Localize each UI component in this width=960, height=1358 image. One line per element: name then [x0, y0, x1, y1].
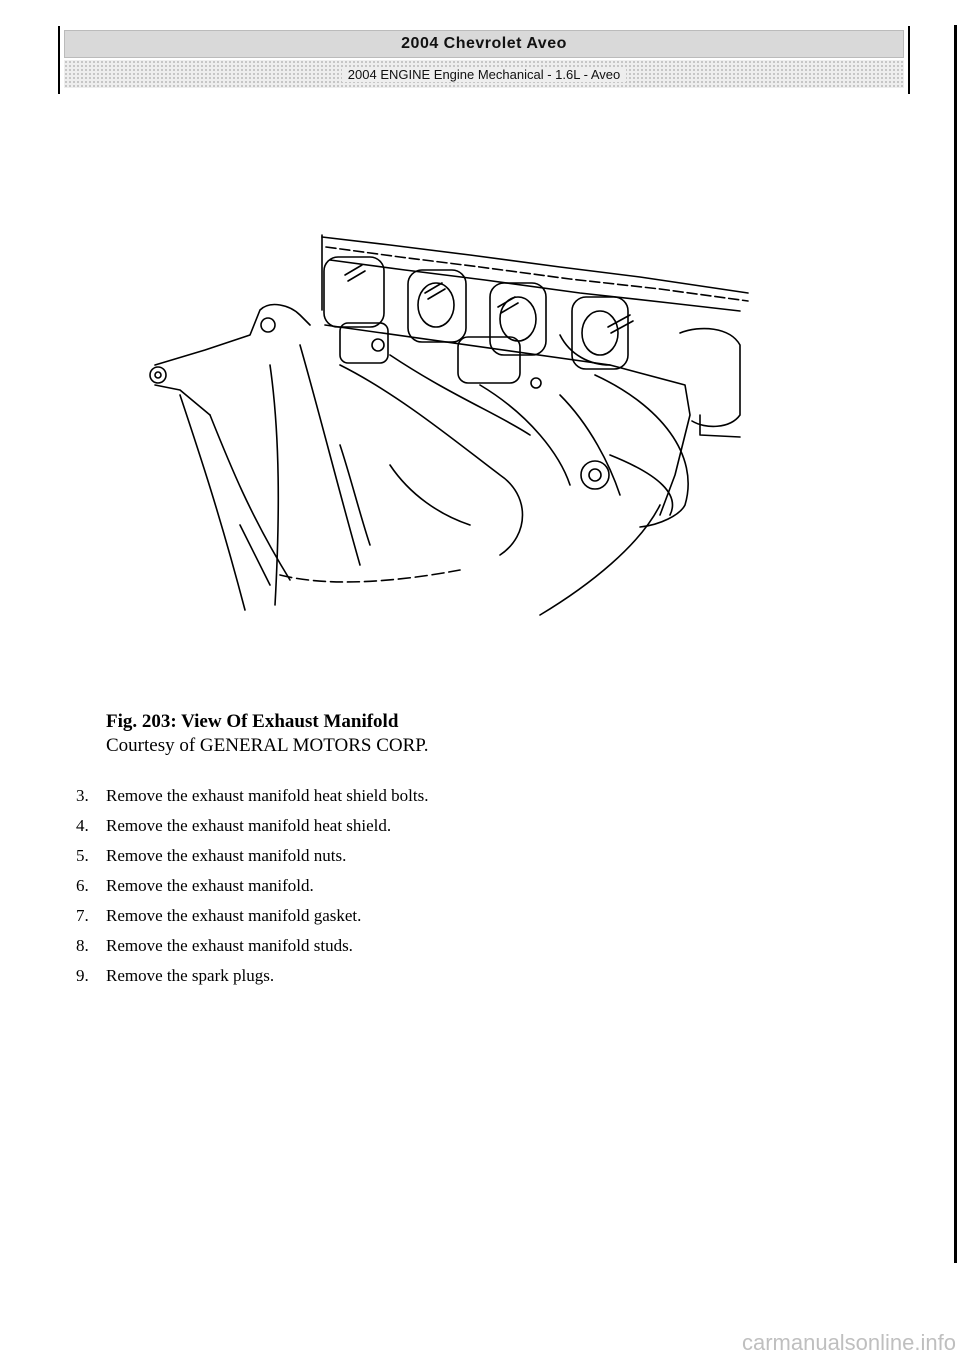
step-number: 8. — [76, 936, 89, 955]
figure-title: Fig. 203: View Of Exhaust Manifold — [106, 711, 399, 732]
step-text: Remove the exhaust manifold studs. — [106, 936, 353, 955]
list-item: 9. Remove the spark plugs. — [76, 966, 428, 996]
step-number: 7. — [76, 906, 89, 925]
list-item: 6. Remove the exhaust manifold. — [76, 876, 428, 906]
list-item: 4. Remove the exhaust manifold heat shiel… — [76, 816, 428, 846]
page-border — [954, 25, 957, 1263]
step-text: Remove the exhaust manifold. — [106, 876, 314, 895]
list-item: 5. Remove the exhaust manifold nuts. — [76, 846, 428, 876]
list-item: 7. Remove the exhaust manifold gasket. — [76, 906, 428, 936]
step-number: 5. — [76, 846, 89, 865]
step-text: Remove the spark plugs. — [106, 966, 275, 985]
step-text: Remove the exhaust manifold heat shield. — [106, 816, 392, 835]
step-number: 3. — [76, 786, 89, 805]
list-item: 3. Remove the exhaust manifold heat shiel… — [76, 786, 428, 816]
figure-credit: Courtesy of GENERAL MOTORS CORP. — [106, 735, 429, 756]
page-header: 2004 Chevrolet Aveo 2004 ENGINE Engine M… — [58, 26, 910, 94]
document-subtitle-text: 2004 ENGINE Engine Mechanical - 1.6L - A… — [341, 66, 627, 82]
step-text: Remove the exhaust manifold nuts. — [106, 846, 347, 865]
step-number: 4. — [76, 816, 89, 835]
figure-caption: Fig. 203: View Of Exhaust Manifold Court… — [106, 710, 429, 758]
step-number: 9. — [76, 966, 89, 985]
document-subtitle: 2004 ENGINE Engine Mechanical - 1.6L - A… — [64, 60, 904, 88]
document-title: 2004 Chevrolet Aveo — [64, 30, 904, 58]
step-text: Remove the exhaust manifold gasket. — [106, 906, 362, 925]
exhaust-manifold-illustration — [149, 234, 749, 616]
watermark-text: carmanualsonline.info — [741, 1330, 956, 1355]
list-item: 8. Remove the exhaust manifold studs. — [76, 936, 428, 966]
step-text: Remove the exhaust manifold heat shield … — [106, 786, 429, 805]
procedure-steps: 3. Remove the exhaust manifold heat shiel… — [76, 786, 428, 996]
step-number: 6. — [76, 876, 89, 895]
